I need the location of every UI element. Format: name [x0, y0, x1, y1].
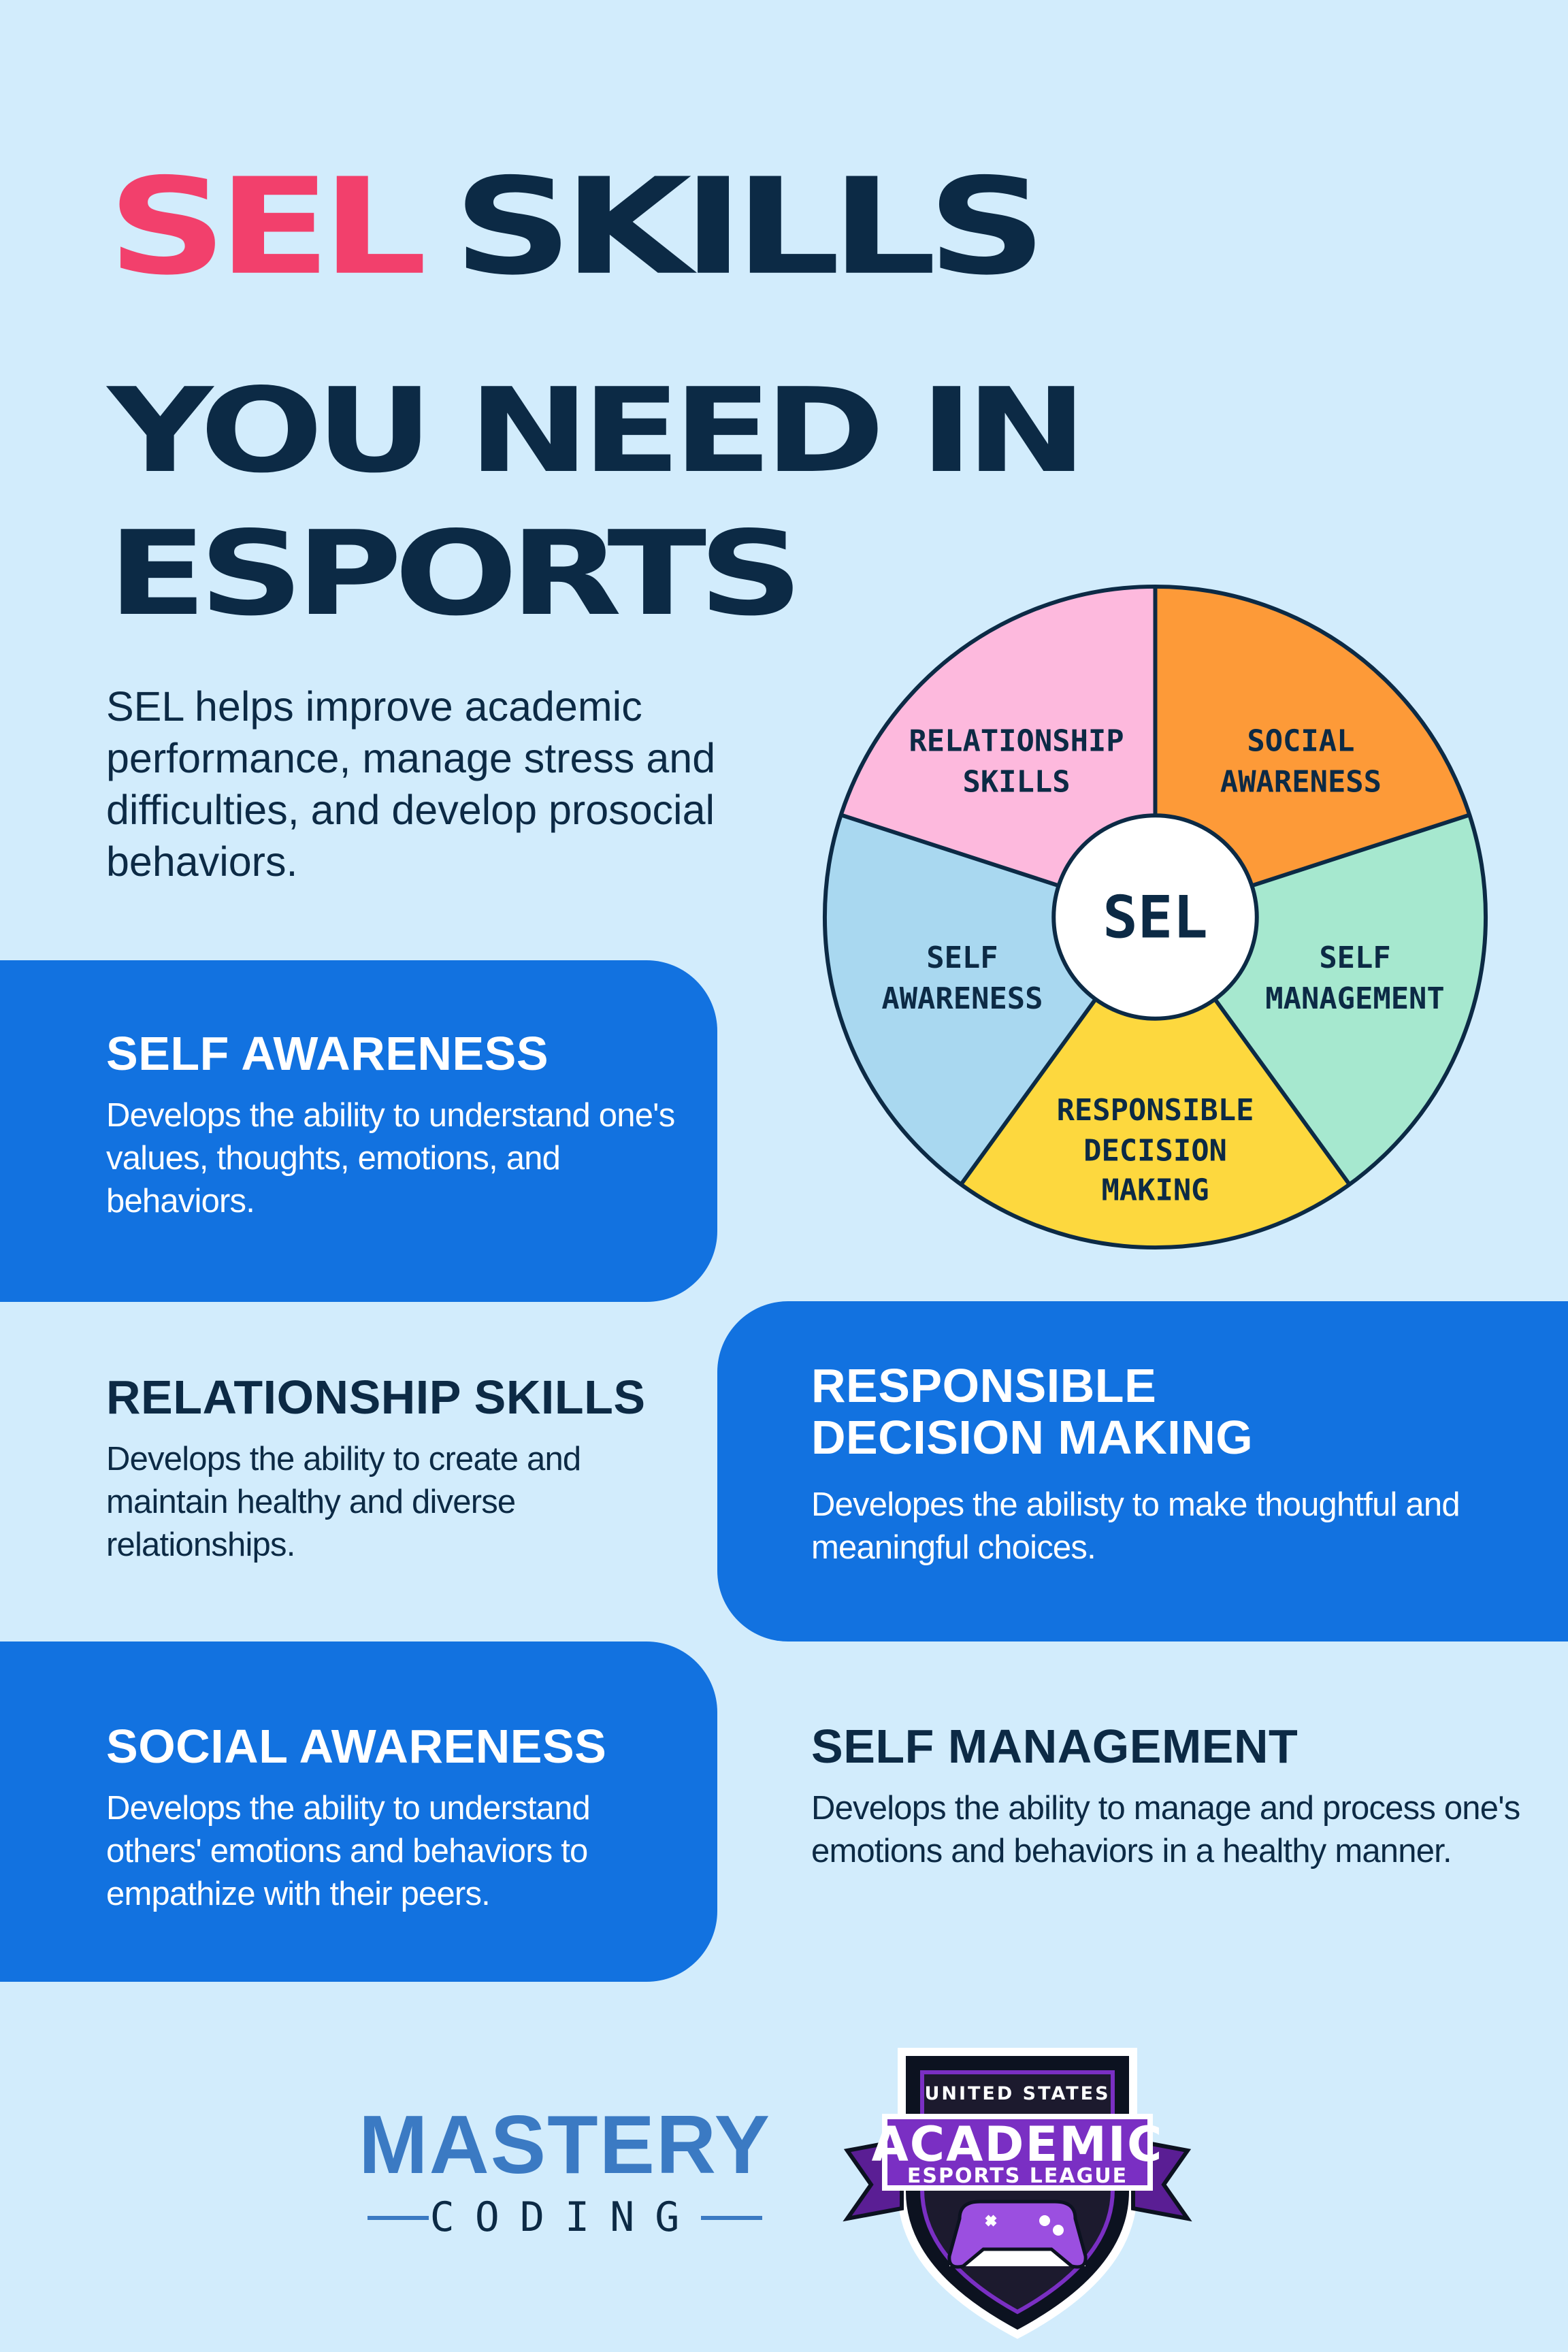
skill-title: RELATIONSHIP SKILLS [106, 1371, 646, 1424]
skill-self-awareness: SELF AWARENESS Develops the ability to u… [106, 1028, 691, 1223]
sel-wheel-diagram: SEL RELATIONSHIP SKILLS SOCIAL AWARENESS… [822, 584, 1488, 1250]
wheel-segment-label-relationship-skills: RELATIONSHIP SKILLS [909, 724, 1124, 800]
logo-main-text: ACADEMIC [872, 2117, 1164, 2172]
skill-description: Developes the abilisty to make thoughtfu… [811, 1486, 1460, 1566]
wheel-segment-label-self-awareness: SELF AWARENESS [881, 941, 1043, 1016]
mastery-coding-logo: MASTERY CODING [354, 2103, 776, 2246]
logo-banner-text: ESPORTS LEAGUE [907, 2164, 1128, 2188]
mastery-logo-word: MASTERY [359, 2098, 771, 2191]
academic-esports-league-logo: UNITED STATES ACADEMIC ESPORTS LEAGUE [843, 2048, 1192, 2339]
wheel-label-social-line1: SOCIAL [1247, 724, 1354, 759]
page-title-line-2: YOU NEED IN [108, 363, 1088, 499]
title-skills-word: SKILLS [453, 150, 1047, 305]
gamepad-button-icon [1053, 2225, 1064, 2236]
page-title-line-3: ESPORTS [108, 506, 803, 642]
skill-description: Develops the ability to understand other… [106, 1790, 591, 1912]
wheel-segment-label-social-awareness: SOCIAL AWARENESS [1220, 724, 1382, 800]
self-awareness-panel [0, 960, 717, 1302]
wheel-segment-label-self-management: SELF MANAGEMENT [1265, 941, 1445, 1016]
skill-title: RESPONSIBLE DECISION MAKING [811, 1360, 1526, 1463]
wheel-segment-label-responsible-decision-making: RESPONSIBLE DECISION MAKING [1057, 1093, 1254, 1207]
wheel-label-self-awareness-line1: SELF [926, 941, 998, 975]
wheel-center-label: SEL [1102, 884, 1208, 951]
gamepad-dpad-icon [985, 2215, 997, 2227]
wheel-segment [1155, 586, 1470, 917]
wheel-label-self-awareness-line2: AWARENESS [881, 981, 1043, 1016]
skill-title: SELF MANAGEMENT [811, 1720, 1298, 1773]
skill-description: Develops the ability to create and maint… [106, 1441, 581, 1563]
skill-social-awareness: SOCIAL AWARENESS Develops the ability to… [106, 1720, 691, 1916]
wheel-label-relationship-line2: SKILLS [962, 764, 1070, 799]
wheel-center [1051, 813, 1259, 1021]
wheel-label-responsible-line1: RESPONSIBLE [1057, 1093, 1254, 1128]
social-awareness-panel [0, 1642, 717, 1982]
responsible-decision-panel [717, 1301, 1568, 1642]
skill-title-line1: RESPONSIBLE [811, 1359, 1157, 1412]
mastery-logo-subword: CODING [429, 2193, 700, 2241]
title-sel-word: SEL [108, 150, 427, 305]
wheel-label-responsible-line3: MAKING [1101, 1173, 1209, 1207]
logo-top-text: UNITED STATES [924, 2083, 1110, 2104]
wheel-label-self-management-line1: SELF [1319, 941, 1390, 975]
wheel-segment [840, 586, 1156, 917]
wheel-label-responsible-line2: DECISION [1083, 1134, 1227, 1169]
banner-icon [882, 2114, 1153, 2191]
wheel-label-relationship-line1: RELATIONSHIP [909, 724, 1124, 759]
skill-title: SELF AWARENESS [106, 1027, 549, 1080]
intro-text: SEL helps improve academic performance, … [106, 683, 716, 885]
skill-self-management: SELF MANAGEMENT Develops the ability to … [811, 1720, 1533, 1873]
gamepad-icon [947, 2200, 1088, 2269]
skill-title: SOCIAL AWARENESS [106, 1720, 607, 1773]
skill-title-line2: DECISION MAKING [811, 1411, 1254, 1464]
skill-relationship-skills: RELATIONSHIP SKILLS Develops the ability… [106, 1371, 705, 1567]
skill-responsible-decision-making: RESPONSIBLE DECISION MAKING Developes th… [811, 1360, 1526, 1569]
wheel-outline [822, 584, 1488, 1250]
logo-rule-left [368, 2216, 429, 2220]
logo-rule-right [701, 2216, 762, 2220]
wheel-label-social-line2: AWARENESS [1220, 764, 1382, 799]
skill-description: Develops the ability to understand one's… [106, 1097, 675, 1220]
wheel-segment [961, 917, 1350, 1248]
skill-description: Develops the ability to manage and proce… [811, 1790, 1520, 1869]
wheel-label-self-management-line2: MANAGEMENT [1265, 981, 1445, 1016]
gamepad-button-icon [1039, 2215, 1050, 2226]
